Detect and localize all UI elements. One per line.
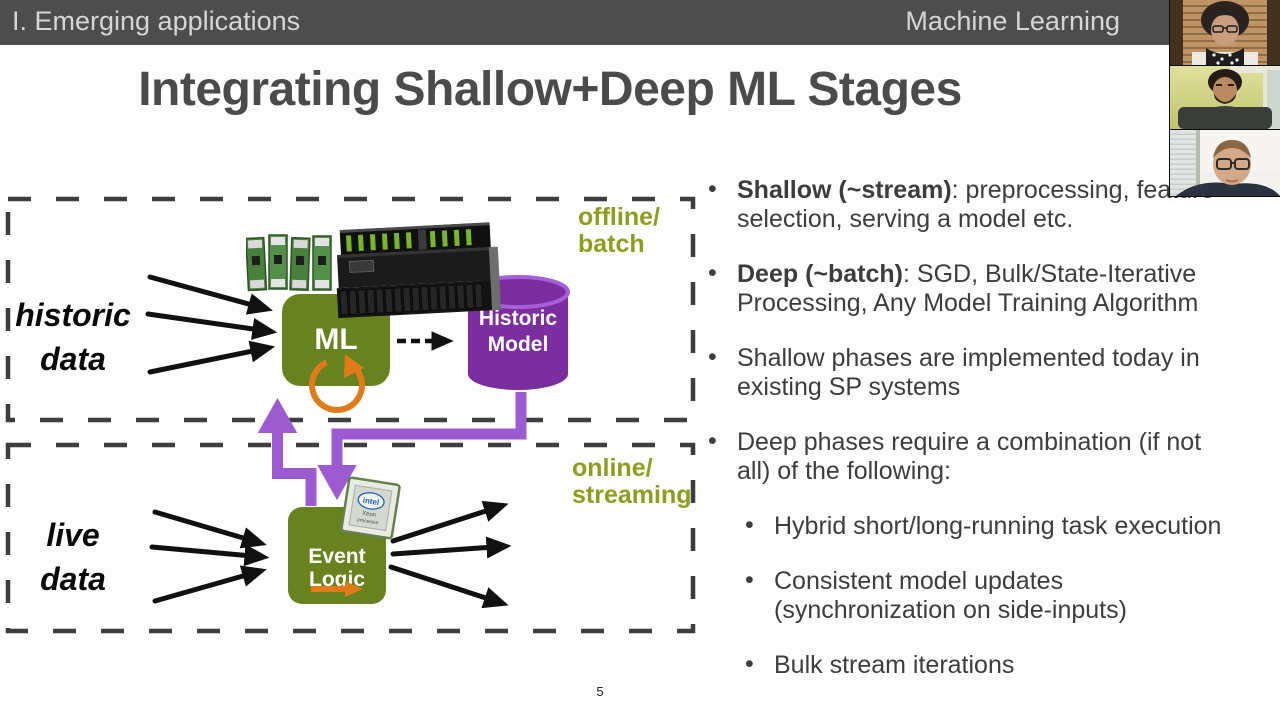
offline-batch-label: offline/ batch [578, 203, 660, 258]
bullet-text: : SGD, Bulk/State-Iterative Processing, … [737, 260, 1199, 317]
bullet-item: Bulk stream iterations [743, 650, 1259, 680]
participant-camera-1[interactable] [1169, 0, 1280, 66]
live-data-label: live data [40, 517, 106, 597]
server-image [336, 222, 502, 319]
page-number: 5 [596, 684, 604, 699]
bullet-item: Hybrid short/long-running task execution [743, 511, 1259, 541]
participant-camera-3[interactable] [1169, 129, 1280, 197]
refresh-cycle-icon [309, 354, 365, 413]
event-to-ml-flow [257, 397, 317, 506]
online-streaming-region [5, 442, 696, 634]
slide-title: Integrating Shallow+Deep ML Stages [138, 63, 962, 116]
cpu-chip-image: intel Xeon processor [340, 476, 401, 540]
bullet-list: Shallow (~stream): preprocessing, featur… [706, 175, 1259, 706]
webcam-strip [1169, 0, 1280, 197]
chip-brand-text: intel [362, 496, 380, 507]
bullet-item: Shallow (~stream): preprocessing, featur… [706, 175, 1259, 234]
offline-batch-region [5, 196, 696, 423]
presentation-header-bar: I. Emerging applications Machine Learnin… [0, 0, 1280, 45]
circuit-boards-image [246, 234, 332, 292]
bullet-text: Hybrid short/long-running task execution [774, 512, 1222, 540]
bullet-text: Consistent model updates (synchronizatio… [774, 567, 1127, 624]
section-title: I. Emerging applications [12, 6, 301, 36]
bullet-item: Deep phases require a combination (if no… [706, 427, 1259, 486]
bullet-text: : preprocessing, feature selection, serv… [737, 176, 1214, 233]
chip-model-text-1: Xeon [362, 511, 377, 519]
diagram-flow-layer [5, 196, 696, 634]
chip-model-text-2: processor [357, 517, 380, 526]
bullet-item: Deep (~batch): SGD, Bulk/State-Iterative… [706, 259, 1259, 318]
historic-model-label: Historic Model [478, 307, 558, 356]
historic-data-label: historic data [15, 297, 131, 377]
bullet-text: Bulk stream iterations [774, 651, 1015, 679]
course-title: Machine Learning [905, 6, 1120, 36]
live-data-arrows [149, 509, 270, 604]
bullet-bold-text: Deep (~batch) [737, 260, 904, 288]
bullet-text: Deep phases require a combination (if no… [737, 428, 1202, 485]
online-streaming-label: online/ streaming [572, 454, 692, 509]
bullet-item: Consistent model updates (synchronizatio… [743, 566, 1259, 625]
model-to-event-flow [317, 392, 527, 501]
forward-arrow-icon [311, 581, 363, 597]
participant-camera-2[interactable] [1169, 65, 1280, 130]
historic-data-arrows [145, 274, 278, 375]
bullet-item: Shallow phases are implemented today in … [706, 343, 1259, 402]
bullet-bold-text: Shallow (~stream) [737, 176, 952, 204]
event-output-arrows [388, 500, 512, 609]
bullet-text: Shallow phases are implemented today in … [737, 344, 1200, 401]
